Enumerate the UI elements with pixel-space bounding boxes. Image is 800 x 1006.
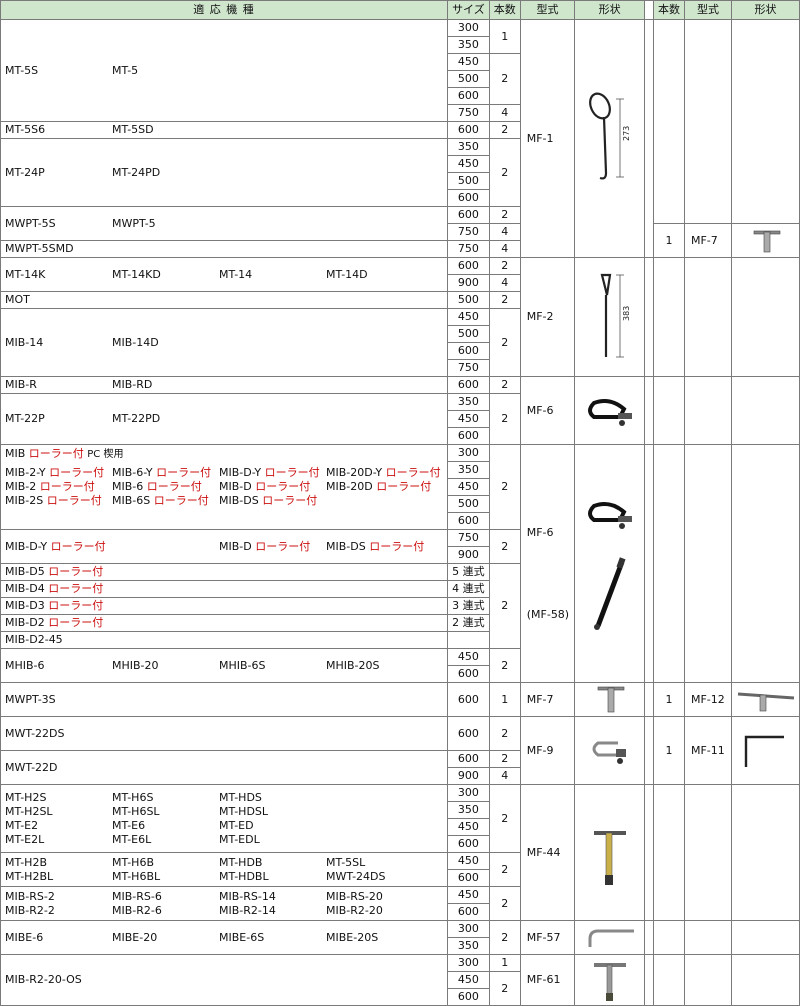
clamp-loop-icon: [592, 741, 626, 764]
type-mf-6-a: MF-6: [519, 376, 576, 445]
shape-mf-2: 383: [574, 257, 645, 377]
header-row: 適 応 機 種 サイズ 本数 型式 形状 本数 型式 形状: [0, 0, 800, 20]
t-handle-socket-icon: [593, 963, 626, 1001]
shape-mf-57: [574, 920, 645, 955]
models-mib-d-y: MIB-D-Y ローラー付 MIB-D ローラー付 MIB-DS ローラー付: [0, 529, 449, 564]
type-mf-61: MF-61: [519, 954, 576, 1006]
header-qty: 本数: [488, 0, 521, 20]
long-socket-handle-icon: [593, 556, 626, 630]
shape-mf-7: [574, 682, 645, 717]
clamp-handle-icon: [587, 398, 632, 426]
header-type: 型式: [519, 0, 576, 20]
type-mf-6-b: MF-6 (MF-58): [519, 444, 576, 683]
l-bar-wrench-icon: [588, 929, 634, 947]
type-mf-12: MF-12: [683, 682, 733, 717]
models-mib-r2-20-os: MIB-R2-20-OS: [0, 954, 449, 1006]
models-mib-d4: MIB-D4 ローラー付: [0, 580, 449, 598]
shape-mf-1: 273: [574, 19, 645, 258]
header-qty-2: 本数: [652, 0, 685, 20]
shape-mf-7-right: [731, 223, 800, 258]
models-mib-d5: MIB-D5 ローラー付: [0, 563, 449, 581]
shape-mf-11: [731, 716, 800, 785]
models-mwt-22ds: MWT-22DS: [0, 716, 449, 751]
models-mib-d3: MIB-D3 ローラー付: [0, 597, 449, 615]
shape-mf-9: [574, 716, 645, 785]
models-mot: MOT: [0, 291, 449, 309]
header-models: 適 応 機 種: [0, 0, 449, 20]
t-handle-wrench-icon: [753, 230, 780, 252]
header-type-2: 型式: [683, 0, 733, 20]
type-mf-7: MF-7: [519, 682, 576, 717]
loop-handle-icon: 273: [588, 92, 631, 180]
shape-mf-61: [574, 954, 645, 1006]
models-mwpt-3s: MWPT-3S: [0, 682, 449, 717]
type-mf-9: MF-9: [519, 716, 576, 785]
header-gap: [643, 0, 654, 20]
loop-handle-icon: 383: [600, 273, 631, 358]
t-handle-wrench-icon: [597, 686, 624, 712]
models-mwt-22d: MWT-22D: [0, 750, 449, 785]
header-size: サイズ: [447, 0, 490, 20]
cross-bar-wrench-icon: [737, 692, 794, 711]
type-mf-58: (MF-58): [526, 607, 570, 621]
shape-mf-6-a: [574, 376, 645, 445]
header-shape-2: 形状: [731, 0, 800, 20]
type-mf-1: MF-1: [519, 19, 576, 258]
type-mf-44: MF-44: [519, 784, 576, 921]
dimension-mf-2: 383: [622, 306, 631, 321]
type-mf-2: MF-2: [519, 257, 576, 377]
dimension-mf-1: 273: [622, 125, 631, 140]
shape-mf-12: [731, 682, 800, 717]
shape-mf-6-b: [574, 444, 645, 683]
header-shape: 形状: [574, 0, 645, 20]
hex-key-icon: [744, 735, 784, 767]
type-mf-57: MF-57: [519, 920, 576, 955]
shape-mf-44: [574, 784, 645, 921]
t-socket-wrench-icon: [593, 830, 626, 885]
type-mf-11: MF-11: [683, 716, 733, 785]
clamp-handle-icon: [587, 501, 632, 529]
models-mib-roller: MIB ローラー付 PC 楔用 MIB-2-Y ローラー付 MIB-6-Y ロー…: [0, 444, 449, 530]
models-mib-d2: MIB-D2 ローラー付: [0, 614, 449, 632]
type-mf-7-right: MF-7: [683, 223, 733, 258]
models-mib-d2-45: MIB-D2-45: [0, 631, 449, 649]
models-mwpt-5smd: MWPT-5SMD: [0, 240, 449, 258]
